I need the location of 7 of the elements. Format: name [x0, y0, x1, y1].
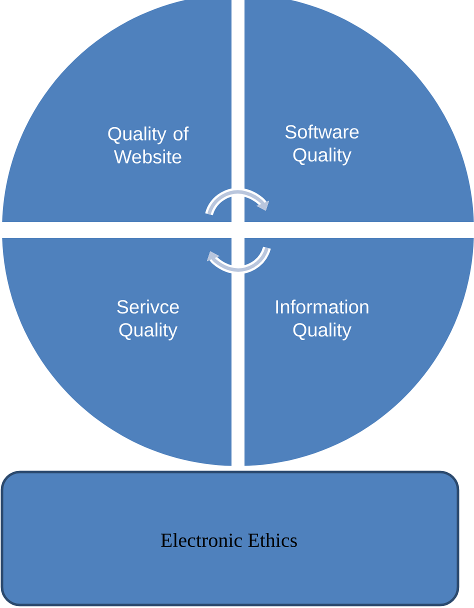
- quadrant-segment: Serivce Quality: [2, 238, 232, 466]
- quadrant-segment: Software Quality: [244, 0, 474, 222]
- base-box: Electronic Ethics: [0, 470, 460, 606]
- quadrant-segment: Quality of Website: [2, 0, 232, 222]
- curved-arrow: [207, 190, 270, 215]
- quadrant-segment: Information Quality: [244, 238, 474, 466]
- curved-arrow: [206, 247, 269, 272]
